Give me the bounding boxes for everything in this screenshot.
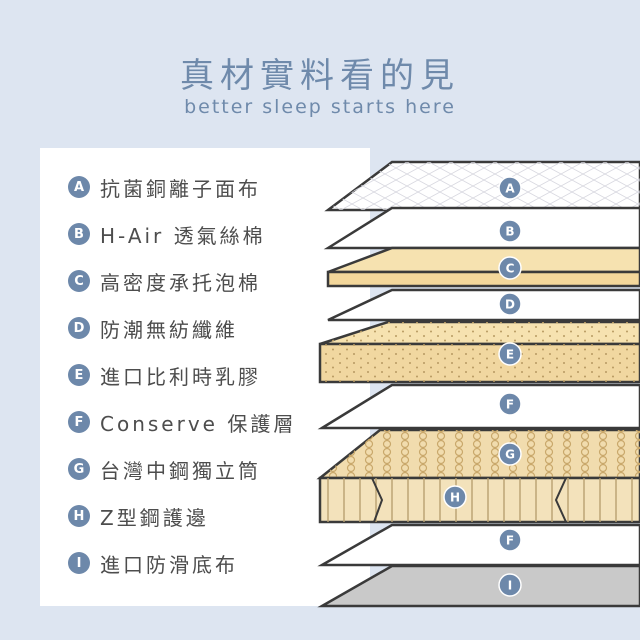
legend-badge: F [68, 411, 90, 433]
marker-c-label: C [506, 262, 515, 276]
legend-badge: B [68, 223, 90, 245]
legend-badge: C [68, 270, 90, 292]
legend-item-e: E 進口比利時乳膠 [68, 360, 261, 390]
legend-label: Conserve 保護層 [100, 411, 297, 436]
layer-f-protection [317, 383, 640, 430]
marker-g: G [498, 442, 522, 466]
legend-badge: D [68, 317, 90, 339]
mattress-layer-diagram: A B C D E F G H F I [316, 160, 640, 608]
legend-label: 高密度承托泡棉 [100, 270, 261, 295]
legend-label: 進口防滑底布 [100, 552, 238, 577]
layer-f-lower [317, 523, 640, 567]
marker-c: C [498, 256, 522, 280]
legend-label: Z型鋼護邊 [100, 505, 209, 530]
legend-item-d: D 防潮無紡纖維 [68, 313, 238, 343]
marker-e-label: E [506, 348, 514, 362]
legend-item-c: C 高密度承托泡棉 [68, 266, 261, 296]
marker-f-lower-label: F [506, 534, 514, 548]
legend-badge: E [68, 364, 90, 386]
legend-label: 台灣中鋼獨立筒 [100, 458, 261, 483]
legend-item-i: I 進口防滑底布 [68, 548, 238, 578]
layer-g-springs [316, 428, 640, 524]
marker-h-label: H [450, 491, 460, 505]
marker-a: A [498, 176, 522, 200]
layer-c-foam [326, 246, 640, 288]
legend-item-h: H Z型鋼護邊 [68, 501, 209, 531]
marker-g-label: G [505, 448, 515, 462]
marker-f-lower: F [498, 528, 522, 552]
legend-item-b: B H-Air 透氣絲棉 [68, 219, 266, 249]
legend-badge: A [68, 176, 90, 198]
layer-a-cover [324, 160, 640, 212]
layer-d-nonwoven [327, 288, 640, 322]
legend-label: H-Air 透氣絲棉 [100, 223, 266, 248]
layer-e-latex [318, 320, 640, 384]
legend-item-g: G 台灣中鋼獨立筒 [68, 454, 261, 484]
page-title: 真材實料看的見 [180, 56, 460, 96]
legend-panel [40, 148, 370, 606]
marker-a-label: A [505, 182, 515, 196]
legend-badge: G [68, 458, 90, 480]
legend-item-a: A 抗菌銅離子面布 [68, 172, 261, 202]
marker-h: H [443, 485, 467, 509]
legend-item-f: F Conserve 保護層 [68, 407, 296, 437]
legend-label: 抗菌銅離子面布 [100, 176, 261, 201]
marker-i-label: I [508, 579, 512, 593]
layer-b-fiber [323, 206, 640, 250]
legend-badge: H [68, 505, 90, 527]
legend-badge: I [68, 552, 90, 574]
marker-b-label: B [505, 225, 514, 239]
marker-i: I [498, 573, 522, 597]
layer-i-base [317, 564, 640, 608]
marker-d: D [498, 292, 522, 316]
marker-b: B [498, 219, 522, 243]
legend-label: 防潮無紡纖維 [100, 317, 238, 342]
marker-f: F [498, 392, 522, 416]
marker-d-label: D [505, 298, 515, 312]
marker-f-label: F [506, 398, 514, 412]
marker-e: E [498, 342, 522, 366]
page-subtitle: better sleep starts here [184, 96, 456, 118]
legend-label: 進口比利時乳膠 [100, 364, 261, 389]
